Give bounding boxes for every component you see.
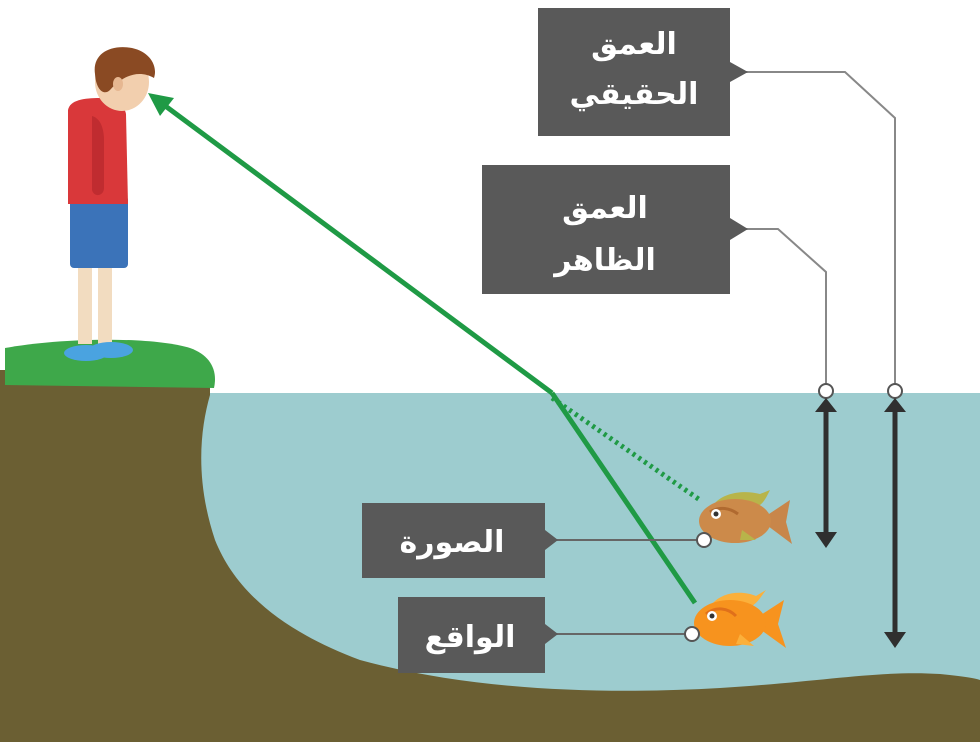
ground-bank — [0, 370, 980, 742]
apparent-depth-arrow — [815, 398, 837, 548]
real-depth-label: العمق الحقيقي — [538, 8, 748, 136]
image-label-text: الصورة — [400, 525, 505, 560]
ray-to-eye — [158, 99, 554, 396]
boy-figure — [64, 47, 156, 361]
real-fish — [694, 590, 786, 648]
real-depth-arrow — [884, 398, 906, 648]
real-depth-leader — [730, 71, 903, 399]
apparent-depth-label-line2: الظاهر — [552, 243, 656, 278]
real-label: الواقع — [398, 597, 558, 673]
grass — [5, 339, 215, 388]
apparent-depth-leader — [730, 228, 834, 399]
image-leader — [545, 532, 712, 548]
ray-arrowhead — [148, 93, 174, 116]
virtual-ray-extension — [550, 395, 702, 503]
real-depth-label-line2: الحقيقي — [570, 77, 699, 112]
real-leader — [545, 626, 700, 642]
apparent-depth-label: العمق الظاهر — [482, 165, 748, 294]
image-label: الصورة — [362, 503, 558, 578]
real-depth-label-line1: العمق — [591, 27, 677, 62]
water — [200, 393, 980, 742]
apparent-depth-label-line1: العمق — [562, 191, 648, 226]
image-fish — [699, 490, 792, 544]
real-label-text: الواقع — [425, 620, 516, 655]
refracted-ray-in-water — [549, 391, 698, 605]
